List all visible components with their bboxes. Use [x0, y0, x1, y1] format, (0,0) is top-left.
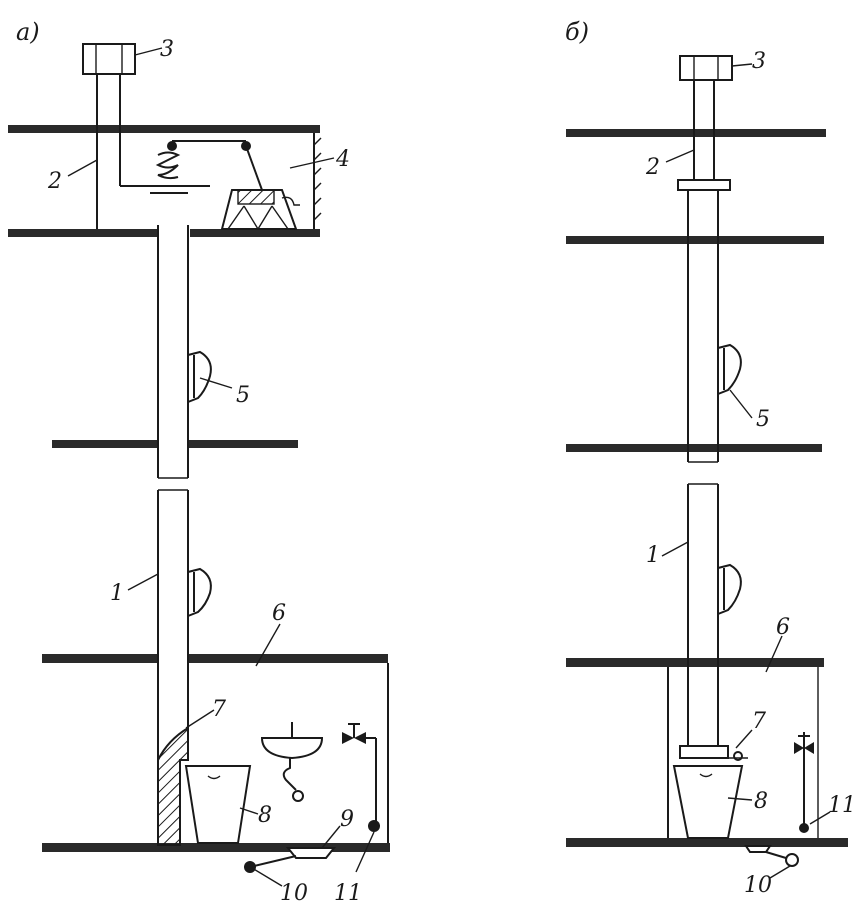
intermediate-floor-slab-a: [52, 440, 158, 448]
label-8-a: 8: [258, 803, 272, 828]
chamber-ceiling-slab-right-a: [188, 654, 388, 663]
gate-b: [679, 745, 729, 759]
panel-a-title: а): [16, 18, 40, 46]
label-4-a: 4: [335, 147, 350, 172]
roof-slab-b: [566, 129, 826, 137]
roof-slab-a: [8, 125, 320, 133]
label-7-a: 7: [212, 697, 226, 722]
floor-drain-a: [285, 847, 337, 859]
attic-floor-slab-right-a: [190, 229, 320, 237]
chamber-ceiling-slab-a: [42, 654, 158, 663]
label-10-a: 10: [280, 881, 308, 906]
label-7-b: 7: [752, 709, 766, 734]
label-6-b: 6: [776, 615, 790, 640]
water-supply-a: [342, 723, 380, 832]
label-3-a: 3: [160, 37, 174, 62]
chute-outlet-base-a: [157, 726, 189, 846]
panel-b: б): [565, 18, 856, 898]
label-2-b: 2: [645, 155, 660, 180]
label-11-b: 11: [828, 793, 856, 818]
garbage-bin-b: [672, 765, 744, 839]
loading-valve-lower-b: [717, 563, 742, 615]
label-3-b: 3: [752, 49, 766, 74]
label-10-b: 10: [744, 873, 772, 898]
deflector-cap-b: [679, 55, 733, 81]
loading-valve-upper-b: [717, 343, 742, 395]
garbage-bin-a: [184, 765, 252, 844]
label-2-a: 2: [47, 169, 62, 194]
pipe-collar-b: [677, 179, 731, 191]
floor-slab-3-b: [566, 444, 822, 452]
label-1-b: 1: [646, 543, 660, 568]
ground-slab-b: [566, 838, 848, 847]
drain-valve-a: [244, 855, 297, 873]
loading-valve-lower-a: [187, 567, 212, 617]
drain-valve-b: [744, 845, 799, 867]
label-5-b: 5: [756, 407, 770, 432]
loading-valve-upper-a: [187, 350, 212, 403]
ground-slab-a: [42, 843, 390, 852]
washbasin-a: [260, 722, 324, 802]
intermediate-floor-slab-right-a: [188, 440, 298, 448]
fan-unit-a: [150, 140, 300, 230]
label-5-a: 5: [236, 383, 250, 408]
floor-slab-2-b: [566, 236, 824, 244]
label-1-a: 1: [110, 581, 124, 606]
label-6-a: 6: [272, 601, 286, 626]
attic-wall-hatch-a: [313, 137, 322, 221]
label-11-a: 11: [334, 881, 362, 906]
deflector-cap-a: [82, 43, 136, 75]
label-9-a: 9: [340, 807, 354, 832]
panel-a: а): [8, 18, 390, 906]
chamber-ceiling-slab-b: [566, 658, 824, 667]
label-8-b: 8: [754, 789, 768, 814]
attic-floor-slab-a: [8, 229, 158, 237]
panel-b-title: б): [565, 18, 589, 46]
water-supply-b: [794, 732, 814, 833]
